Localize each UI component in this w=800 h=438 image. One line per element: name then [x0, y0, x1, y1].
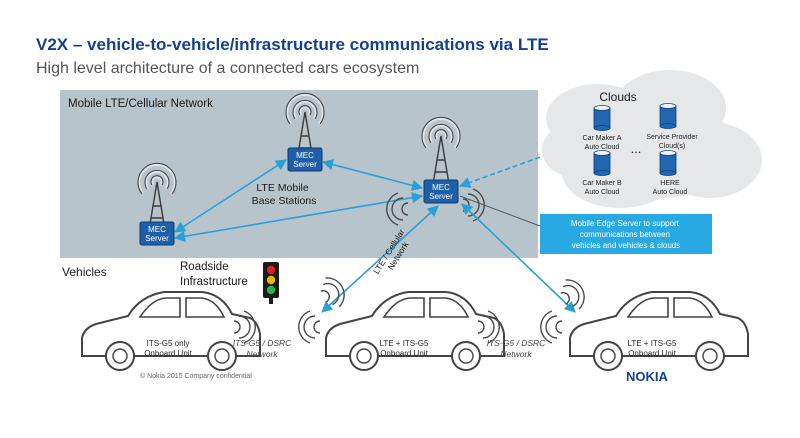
car-icon — [325, 291, 505, 371]
slide-title: V2X – vehicle-to-vehicle/infrastructure … — [36, 35, 549, 54]
car-signal-icon — [555, 274, 590, 314]
footer-text: © Nokia 2015 Company confidential — [140, 372, 252, 380]
network-label: Mobile LTE/Cellular Network — [68, 98, 213, 110]
car-icon — [81, 291, 261, 371]
database-icon — [659, 103, 677, 129]
mec-link — [321, 159, 424, 191]
car-signal-icon — [298, 310, 321, 344]
mec-callout-text: Mobile Edge Server to support communicat… — [571, 219, 681, 250]
clouds-title: Clouds — [599, 90, 636, 104]
clouds-ellipsis: ... — [631, 141, 642, 156]
database-icon — [659, 150, 677, 176]
lte-link — [321, 205, 439, 313]
car-icon — [569, 291, 749, 371]
roadside-label: Roadside Infrastructure — [180, 261, 248, 288]
base-stations-label: LTE Mobile Base Stations — [252, 182, 317, 207]
traffic-light-icon — [263, 262, 279, 304]
slide-subtitle: High level architecture of a connected c… — [36, 60, 419, 77]
mec-link — [173, 192, 424, 242]
car-signal-icon — [315, 272, 350, 312]
lte-link — [461, 203, 576, 313]
network-area — [60, 90, 538, 258]
nokia-logo: NOKIA — [626, 369, 669, 384]
database-icon — [593, 150, 611, 176]
database-icon — [593, 105, 611, 131]
vehicles-label: Vehicles — [62, 265, 107, 279]
